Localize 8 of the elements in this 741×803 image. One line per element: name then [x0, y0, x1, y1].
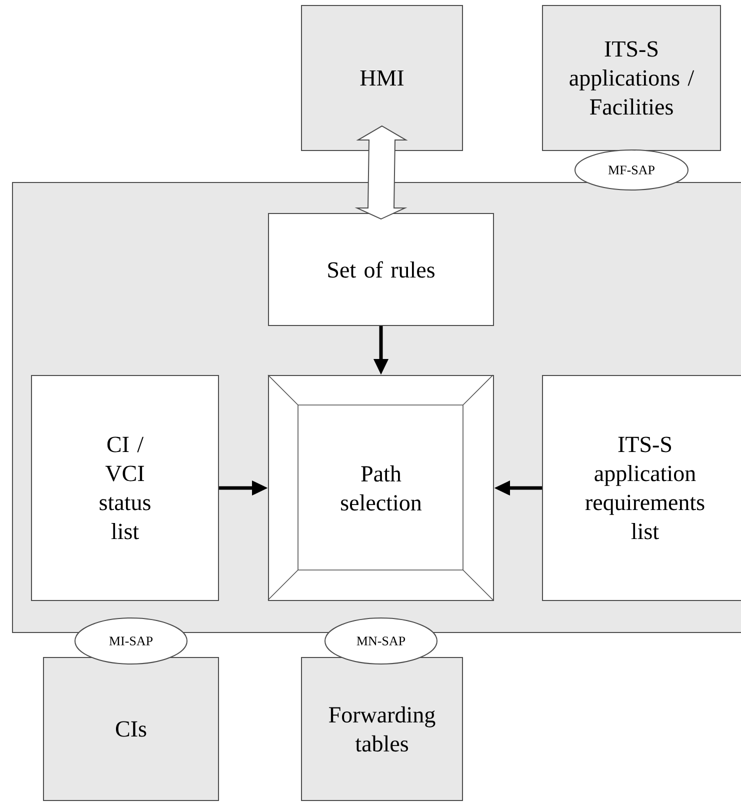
bevel-box: Path selection [268, 374, 494, 601]
external-box: HMI [301, 5, 463, 151]
external-box: ITS-S applications / Facilities [542, 5, 721, 151]
list-box: ITS-S application requirements list [542, 375, 741, 601]
external-box: CIs [43, 657, 219, 801]
list-box: CI / VCI status list [31, 375, 219, 601]
process-box: Set of rules [268, 213, 494, 326]
external-box: Forwarding tables [301, 657, 463, 801]
